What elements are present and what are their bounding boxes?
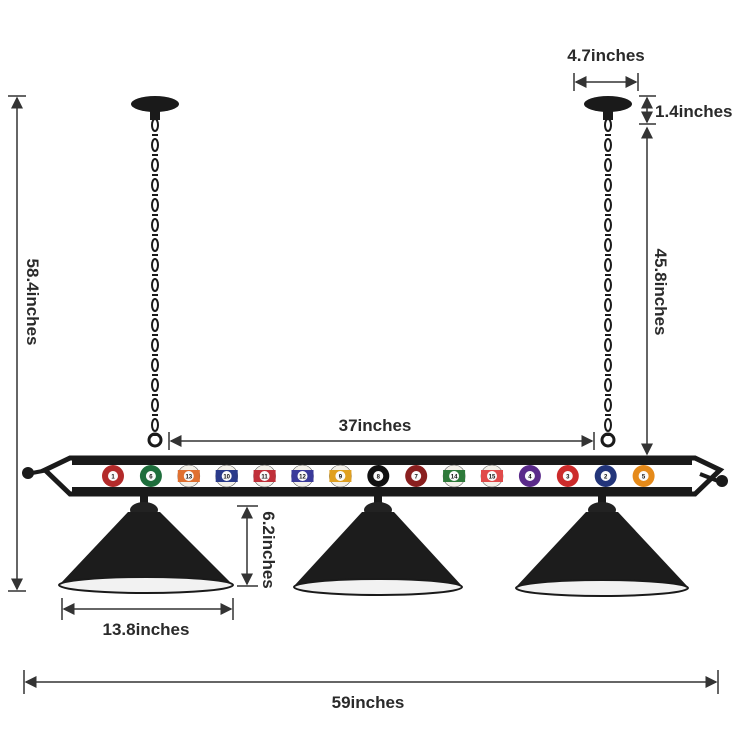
mount-width-label: 4.7inches [567,46,645,65]
chain-right [600,118,616,448]
ball-number: 10 [223,475,230,481]
chain-link [604,138,612,152]
ball-number: 14 [451,475,458,481]
dim-total-height: 58.4inches [8,95,42,592]
ball-number: 2 [604,475,608,481]
billiard-ball: 9 [329,464,352,488]
ball-number: 13 [185,475,192,481]
lamp-shade-left [58,494,234,594]
billiard-ball: 5 [632,465,655,487]
chain-link [604,178,612,192]
mount-height-label: 1.4inches [655,102,733,121]
chain-link [151,378,159,392]
chain-link [604,198,612,212]
ball-number: 4 [528,475,532,481]
chain-ring [147,432,163,448]
chain-drop-label: 45.8inches [651,249,670,336]
dim-chain-spacing: 37inches [168,416,595,450]
ball-number: 9 [339,475,343,481]
shade-height-label: 6.2inches [259,511,278,589]
chain-link [604,398,612,412]
chain-link [151,198,159,212]
billiard-ball: 7 [405,465,428,487]
billiard-ball: 10 [215,464,238,488]
chain-link [151,338,159,352]
chain-spacing-label: 37inches [339,416,412,435]
chain-link [604,298,612,312]
chain-link [604,318,612,332]
ball-number: 7 [415,475,419,481]
shade-width-label: 13.8inches [103,620,190,639]
chain-link [151,118,159,132]
chain-link [604,118,612,132]
ball-number: 6 [149,475,153,481]
chain-link [604,378,612,392]
dim-chain-drop: 45.8inches [641,126,670,456]
ball-number: 1 [111,475,115,481]
chain-link [151,138,159,152]
dim-shade-width: 13.8inches [61,598,234,639]
ceiling-canopy-right [584,96,632,120]
ball-number: 12 [299,475,306,481]
chain-link [151,418,159,432]
chain-link [151,298,159,312]
chain-link [151,238,159,252]
billiard-ball: 11 [253,464,276,488]
chain-link [151,358,159,372]
billiard-ball: 4 [518,465,541,487]
total-height-label: 58.4inches [23,259,42,346]
chain-link [604,358,612,372]
fixture-bar [22,455,728,497]
chain-link [151,158,159,172]
lamp-shade-center [293,494,463,596]
chain-ring [600,432,616,448]
chain-link [151,318,159,332]
dim-mount-height: 1.4inches [639,95,733,125]
chain-link [604,338,612,352]
chain-link [604,158,612,172]
lamp-shade-right [515,494,689,597]
ball-number: 15 [489,475,496,481]
chain-link [604,278,612,292]
billiard-ball: 2 [594,465,617,487]
chain-link [151,398,159,412]
dim-shade-height: 6.2inches [237,505,278,589]
billiard-ball: 3 [556,465,579,487]
chain-link [151,218,159,232]
ball-number: 5 [642,475,646,481]
chain-link [151,278,159,292]
ball-number: 3 [566,475,570,481]
ball-number: 11 [261,475,268,481]
chain-link [604,418,612,432]
billiard-ball: 13 [177,464,201,488]
billiard-ball: 1 [102,465,124,487]
chain-link [604,258,612,272]
total-length-label: 59inches [332,693,405,712]
billiard-ball: 12 [291,464,314,488]
chain-link [604,238,612,252]
dim-mount-width: 4.7inches [567,46,645,91]
chain-link [604,218,612,232]
dim-total-length: 59inches [23,670,719,712]
billiard-ball: 15 [480,464,504,488]
chain-left [147,118,163,448]
ball-number: 8 [377,475,381,481]
ceiling-canopy-left [131,96,179,120]
billiard-ball: 6 [139,465,162,487]
chain-link [151,258,159,272]
billiard-ball: 8 [367,465,390,487]
billiard-ball: 14 [442,464,466,488]
chain-link [151,178,159,192]
